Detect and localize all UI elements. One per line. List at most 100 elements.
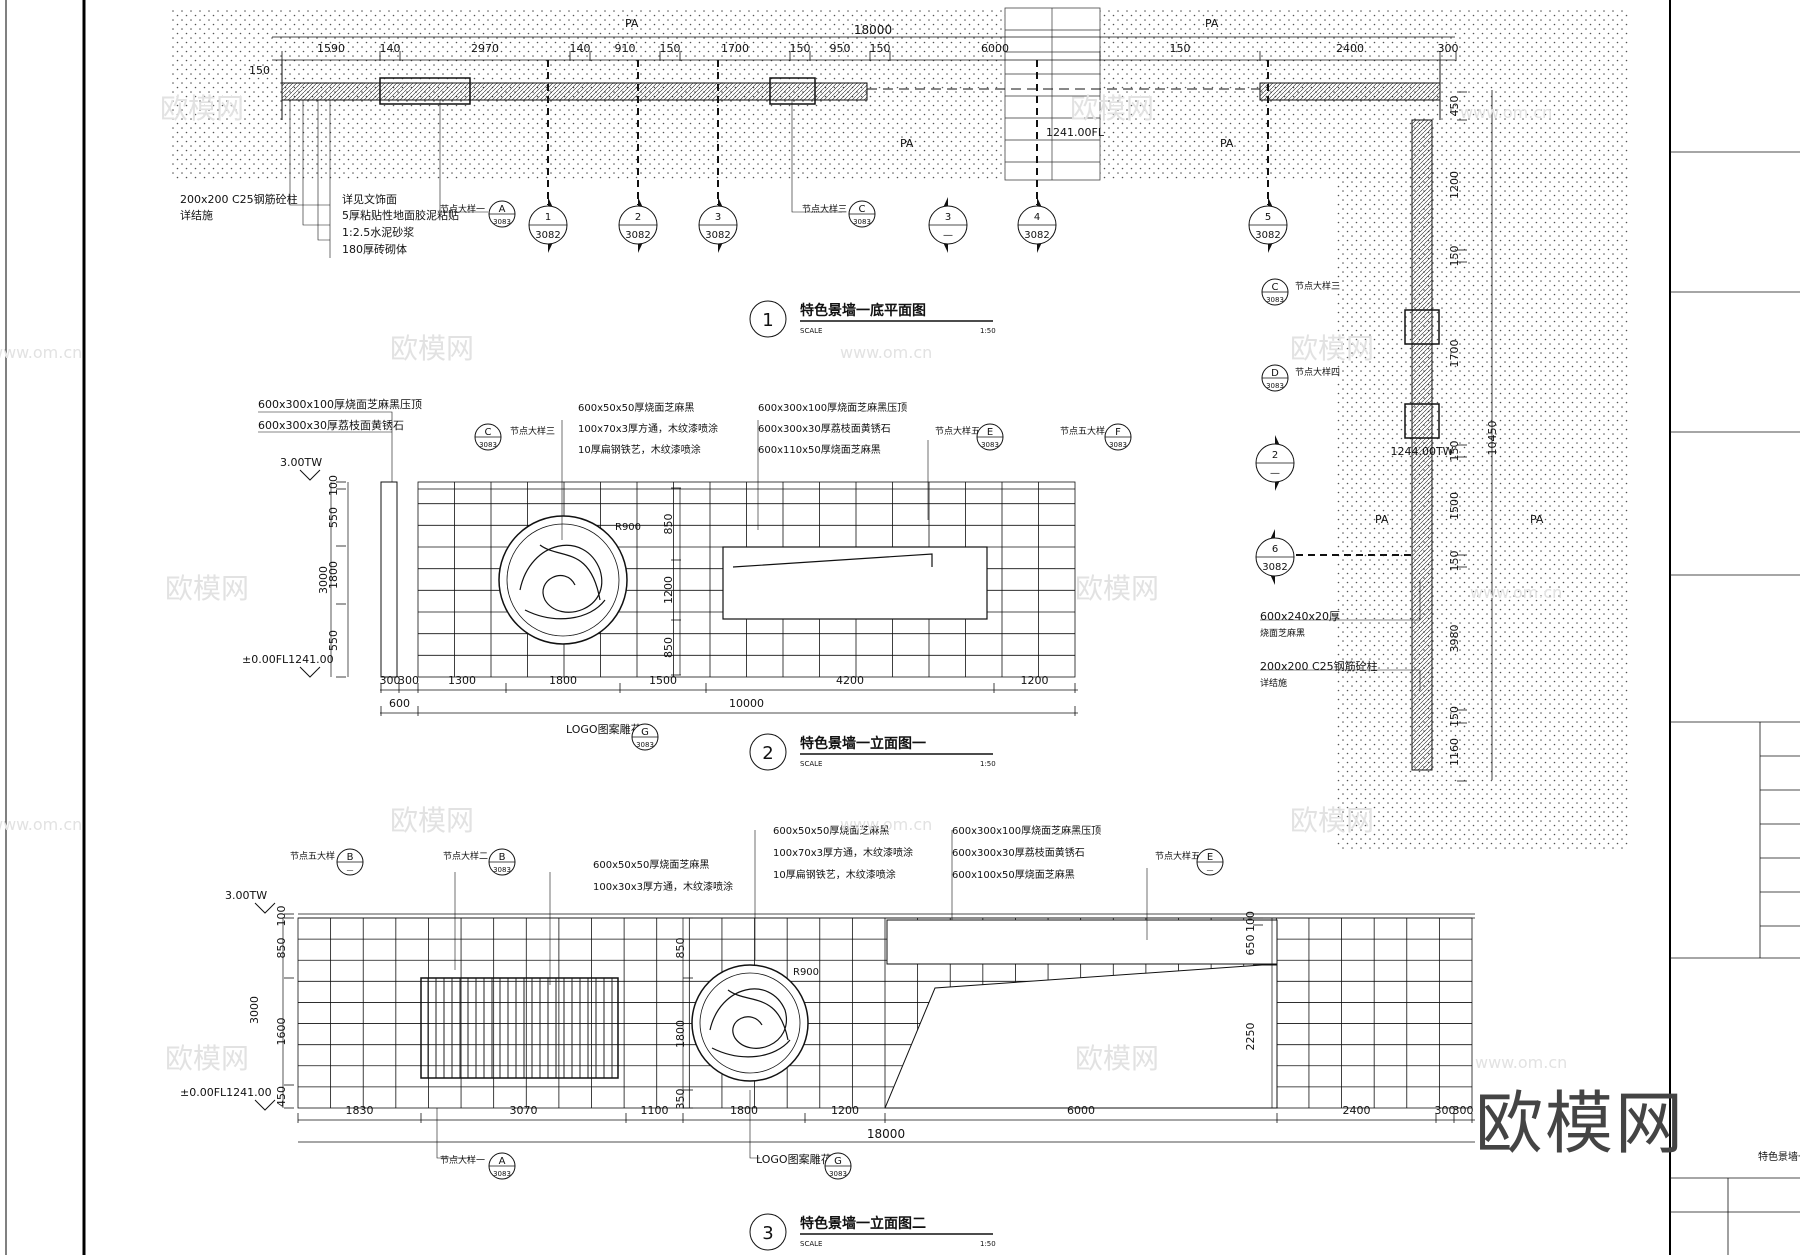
overall-dimension: 18000 (867, 1127, 905, 1141)
overall-dimension: 3000 (248, 996, 261, 1024)
elev-dimension: 2250 (1244, 1023, 1257, 1051)
callout-c (848, 200, 876, 228)
section-ref: 3082 (625, 230, 650, 241)
elev-note: 600x50x50厚烧面芝麻黑 (578, 401, 694, 414)
elev-note: 100x70x3厚方通，木纹漆喷涂 (773, 846, 913, 859)
callout-prefix: 节点五大样 (290, 850, 335, 862)
section-ref: — (943, 230, 953, 241)
plan-dimension: 150 (660, 42, 681, 55)
callout-prefix: 节点大样二 (443, 850, 488, 862)
elev1-frame (722, 546, 988, 620)
radius-label: R900 (793, 967, 819, 978)
watermark-brand: 欧模网 (1475, 1085, 1686, 1164)
plan-dimension: 150 (1448, 706, 1461, 727)
elev-dimension: 1300 (448, 674, 476, 687)
callout-sheet: — (347, 866, 354, 874)
callout-letter: B (499, 852, 506, 863)
section-marker (528, 197, 568, 253)
callout-letter: G (641, 727, 649, 738)
watermark-brand: 欧模网 (390, 804, 474, 837)
elev-note: 600x300x30厚荔枝面黄锈石 (758, 422, 891, 435)
elev1-title (749, 733, 993, 771)
elev-dimension: 1100 (641, 1104, 669, 1117)
plan-dimension: 150 (249, 64, 270, 77)
overall-dimension: 3000 (317, 566, 330, 594)
plan-dimension-line (272, 36, 1493, 780)
elev2-logo-medallion (691, 964, 809, 1082)
logo-note: LOGO图案雕花 (566, 722, 642, 736)
elev-dimension: 1200 (662, 576, 675, 604)
callout-letter: G (834, 1156, 842, 1167)
callout-f (1104, 423, 1132, 451)
plan-dimension: 2970 (471, 42, 499, 55)
callout-prefix: 节点大样四 (1295, 366, 1340, 378)
callout-prefix: 节点大样一 (440, 1154, 485, 1166)
callout-b (488, 848, 516, 876)
callout-prefix: 节点大样三 (510, 425, 555, 437)
callout-sheet: 3083 (479, 441, 497, 449)
callout-prefix: 节点大样五 (935, 425, 980, 437)
elev-dimension: 1800 (327, 561, 340, 589)
elev-dimension: 1830 (346, 1104, 374, 1117)
plan-note: 200x200 C25钢筋砼柱 (1260, 659, 1378, 673)
elev-dimension: 300 (380, 674, 401, 687)
callout-sheet: 3083 (853, 218, 871, 226)
callout-prefix: 节点大样三 (1295, 280, 1340, 292)
elev-dimension: 1200 (1021, 674, 1049, 687)
elev-note: 600x110x50厚烧面芝麻黑 (758, 443, 881, 456)
callout-prefix: 节点大样三 (802, 203, 847, 215)
elev-note: 600x100x50厚烧面芝麻黑 (952, 868, 1075, 881)
section-number: 6 (1272, 544, 1278, 555)
elev1-logo-medallion (498, 515, 628, 645)
elev-dimension: 850 (275, 938, 288, 959)
zone-tag: PA (625, 17, 639, 30)
callout-sheet: 3083 (636, 741, 654, 749)
drawing-title: 特色景墙一立面图二 (800, 1215, 926, 1232)
scale-value: 1:50 (980, 1240, 996, 1248)
watermark-url: www.om.cn (0, 815, 82, 834)
elev-dimension: 850 (662, 637, 675, 658)
elev-dimension: 1200 (831, 1104, 859, 1117)
watermark-brand: 欧模网 (1075, 572, 1159, 605)
plan-note: 详结施 (1260, 677, 1287, 689)
wall-plan-vertical (1404, 119, 1440, 771)
level-mark: 3.00TW (280, 456, 322, 469)
section-ref: 3082 (705, 230, 730, 241)
plan-dimension: 150 (1448, 441, 1461, 462)
elev-note: 600x300x30厚荔枝面黄锈石 (258, 418, 404, 432)
brick-path (1005, 8, 1100, 180)
elev-dimension: 1500 (649, 674, 677, 687)
callout-sheet: 3083 (493, 218, 511, 226)
elev-dimension: 600 (389, 697, 410, 710)
callout-letter: F (1115, 427, 1121, 438)
zone-tag: PA (900, 137, 914, 150)
elev-dimension: 1800 (730, 1104, 758, 1117)
callout-e (976, 423, 1004, 451)
callout-a (488, 1152, 516, 1180)
callout-sheet: 3083 (829, 1170, 847, 1178)
radius-label: R900 (615, 522, 641, 533)
callout-sheet: — (1207, 866, 1214, 874)
wall-plan-horizontal (281, 60, 1441, 120)
section-marker (1248, 197, 1288, 253)
elev-note: 10厚扁钢铁艺，木纹漆喷涂 (578, 443, 701, 456)
plan-note: 5厚粘贴性地面胶泥粘贴 (342, 208, 459, 222)
section-number: 3 (945, 212, 951, 223)
callout-letter: A (499, 1156, 506, 1167)
section-marker (1255, 529, 1295, 585)
elev-dimension: 650 (1244, 935, 1257, 956)
elev-dimension: 300 (398, 674, 419, 687)
section-marker (618, 197, 658, 253)
plan-dimension: 3980 (1448, 625, 1461, 653)
elev2-slatted-panel (420, 977, 619, 1079)
elev1-leaders (258, 411, 929, 540)
elev-dimension: 850 (662, 514, 675, 535)
elev-note: 600x300x100厚烧面芝麻黑压顶 (258, 397, 422, 411)
section-marker (1255, 435, 1295, 491)
elevation-2 (282, 830, 1475, 1159)
callout-c (1261, 278, 1289, 306)
plan-dimension: 2400 (1336, 42, 1364, 55)
elev2-opening (884, 919, 1278, 1109)
logo-note: LOGO图案雕花 (756, 1152, 832, 1166)
plan-dimension: 1160 (1448, 738, 1461, 766)
